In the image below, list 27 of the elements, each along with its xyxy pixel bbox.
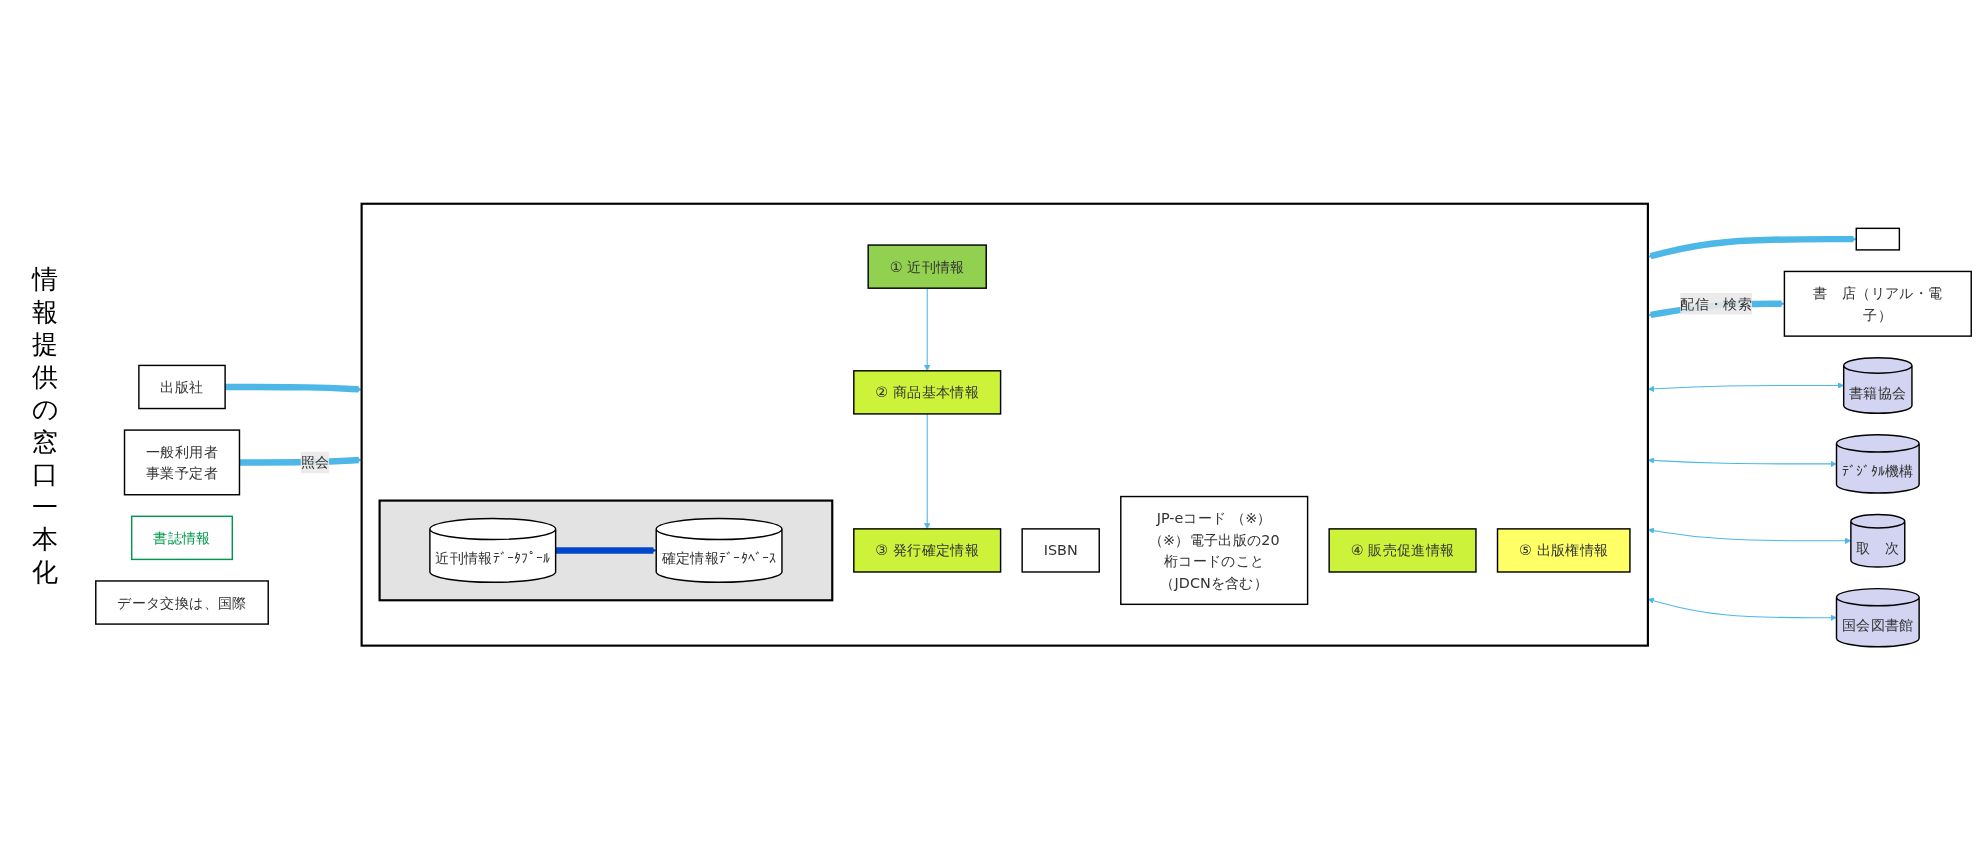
- node-box: ISBN: [1021, 528, 1100, 573]
- cluster: [360, 202, 1649, 647]
- node-box: 書誌情報: [131, 515, 233, 561]
- node-box: ④ 販売促進情報: [1328, 528, 1477, 573]
- node-box: 一般利用者 事業予定者: [123, 429, 241, 496]
- node-box: ① 近刊情報: [867, 244, 987, 290]
- edge-label: 配信・検索: [1680, 295, 1753, 313]
- node-box: ⑤ 出版権情報: [1496, 528, 1631, 573]
- cluster: [378, 499, 834, 602]
- arrow: [924, 413, 931, 530]
- arrow: [924, 287, 931, 372]
- node-box: JP-eコード （※） （※）電子出版の20桁コードのこと（JDCNを含む）: [1120, 496, 1309, 606]
- node-box: 書 店（リアル・電子）: [1783, 270, 1972, 338]
- edge-label: 照会: [300, 454, 330, 472]
- node-box: 出版社: [138, 364, 226, 410]
- node-box: ② 商品基本情報: [853, 370, 1002, 415]
- arrow: [1647, 382, 1844, 393]
- arrow: [1647, 236, 1857, 260]
- vertical-note: 情報提供の窓口一本化: [30, 263, 60, 588]
- arrow: [1647, 457, 1837, 468]
- node-box: データ交換は、国際: [95, 580, 269, 626]
- arrow: [1647, 597, 1837, 622]
- arrow: [225, 383, 362, 393]
- arrow: [1647, 527, 1852, 545]
- node-box: ③ 発行確定情報: [853, 528, 1002, 573]
- node-box: [1855, 227, 1901, 251]
- arrow: [555, 547, 657, 554]
